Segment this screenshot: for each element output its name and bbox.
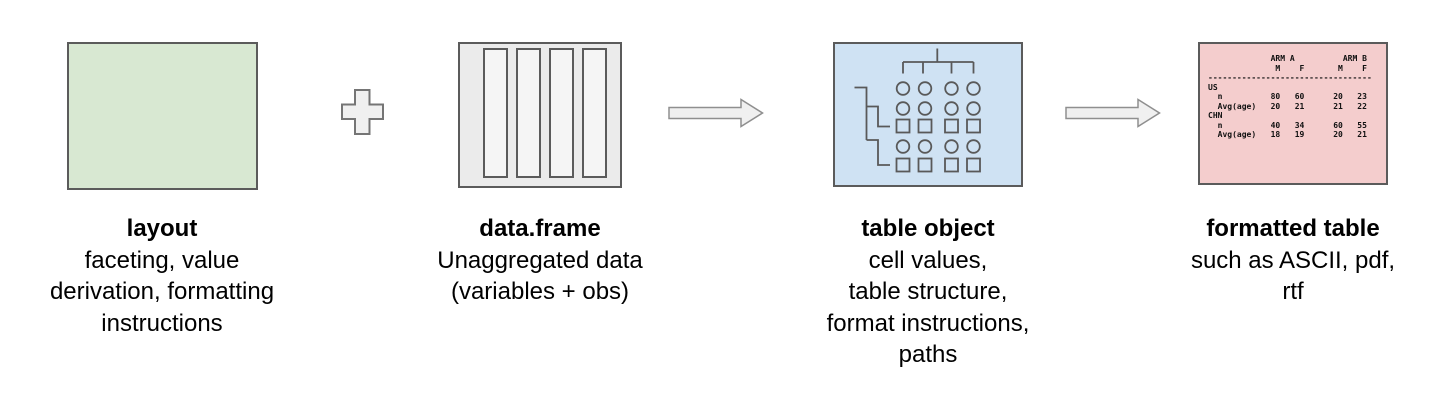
caption-line: faceting, value — [84, 246, 240, 274]
caption-line: rtf — [1282, 278, 1304, 305]
caption-line: Unaggregated data — [437, 246, 643, 274]
layout-caption: layout faceting, value derivation, forma… — [2, 213, 322, 339]
caption-line: format instructions, — [826, 309, 1030, 337]
dataframe-column-bar — [549, 48, 574, 178]
caption-line: derivation, formatting — [49, 278, 275, 305]
table-object-caption: table object cell values, table structur… — [768, 213, 1088, 371]
arrow-right-icon — [668, 98, 764, 128]
arrow-right-icon — [1065, 98, 1161, 128]
caption-title: formatted table — [1206, 215, 1380, 242]
formatted-table-caption: formatted table such as ASCII, pdf, rtf — [1133, 213, 1445, 308]
dataframe-caption: data.frame Unaggregated data (variables … — [380, 213, 700, 308]
dataframe-column-bar — [582, 48, 607, 178]
column-tree — [902, 48, 975, 74]
caption-line: table structure, — [848, 278, 1008, 305]
dataframe-column-bar — [483, 48, 508, 178]
dataframe-column-bar — [516, 48, 541, 178]
formatted-table-box: ARM A ARM B M F M F --------------------… — [1198, 42, 1388, 185]
caption-line: cell values, — [868, 246, 988, 274]
ascii-table-preview: ARM A ARM B M F M F --------------------… — [1208, 54, 1372, 139]
table-structure-icon — [854, 48, 981, 173]
row-tree — [854, 86, 890, 166]
caption-title: layout — [126, 215, 198, 242]
caption-line: such as ASCII, pdf, — [1190, 246, 1396, 274]
caption-title: table object — [861, 215, 995, 242]
caption-line: paths — [898, 341, 958, 368]
caption-title: data.frame — [479, 215, 601, 242]
plus-icon — [341, 89, 384, 135]
dataframe-box — [458, 42, 622, 188]
table-object-box — [833, 42, 1023, 187]
caption-line: (variables + obs) — [450, 278, 630, 305]
caption-line: instructions — [101, 309, 223, 337]
layout-box — [67, 42, 258, 190]
